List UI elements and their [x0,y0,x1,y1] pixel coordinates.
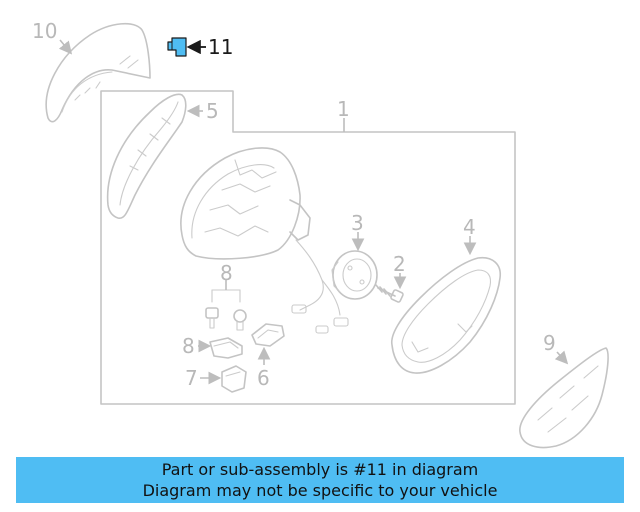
banner-line-1: Part or sub-assembly is #11 in diagram [161,460,479,479]
part-3-mirror-motor[interactable] [331,250,378,300]
part-1-mirror-housing[interactable] [180,147,349,334]
part-5-turn-signal-lamp[interactable] [106,93,187,219]
part-8-bracket[interactable] [209,337,243,359]
part-notice-banner: Part or sub-assembly is #11 in diagram D… [16,457,624,503]
part-9-mirror-lens[interactable] [519,347,609,449]
callout-3: 3 [351,211,364,235]
part-8-screws[interactable] [205,289,247,331]
leader-9 [554,350,569,365]
callout-10: 10 [32,19,57,43]
callout-7: 7 [185,366,198,390]
part-7-connector[interactable] [221,365,247,393]
callout-5: 5 [206,99,219,123]
assembly-group-outline [100,90,516,405]
callout-11[interactable]: 11 [208,35,233,59]
part-2-screw[interactable] [375,284,404,303]
callout-4: 4 [463,215,476,239]
callout-6: 6 [257,366,270,390]
part-10-mirror-cover[interactable] [45,22,151,123]
leader-10 [58,39,73,55]
callout-9: 9 [543,331,556,355]
callout-1: 1 [337,97,350,121]
callout-8-top: 8 [220,261,233,285]
part-11-clip[interactable] [167,37,187,57]
part-4-mirror-glass[interactable] [391,256,502,374]
callout-8-bracket: 8 [182,334,195,358]
callout-2: 2 [393,252,406,276]
banner-line-2: Diagram may not be specific to your vehi… [142,481,498,500]
part-6-sensor[interactable] [251,323,285,347]
